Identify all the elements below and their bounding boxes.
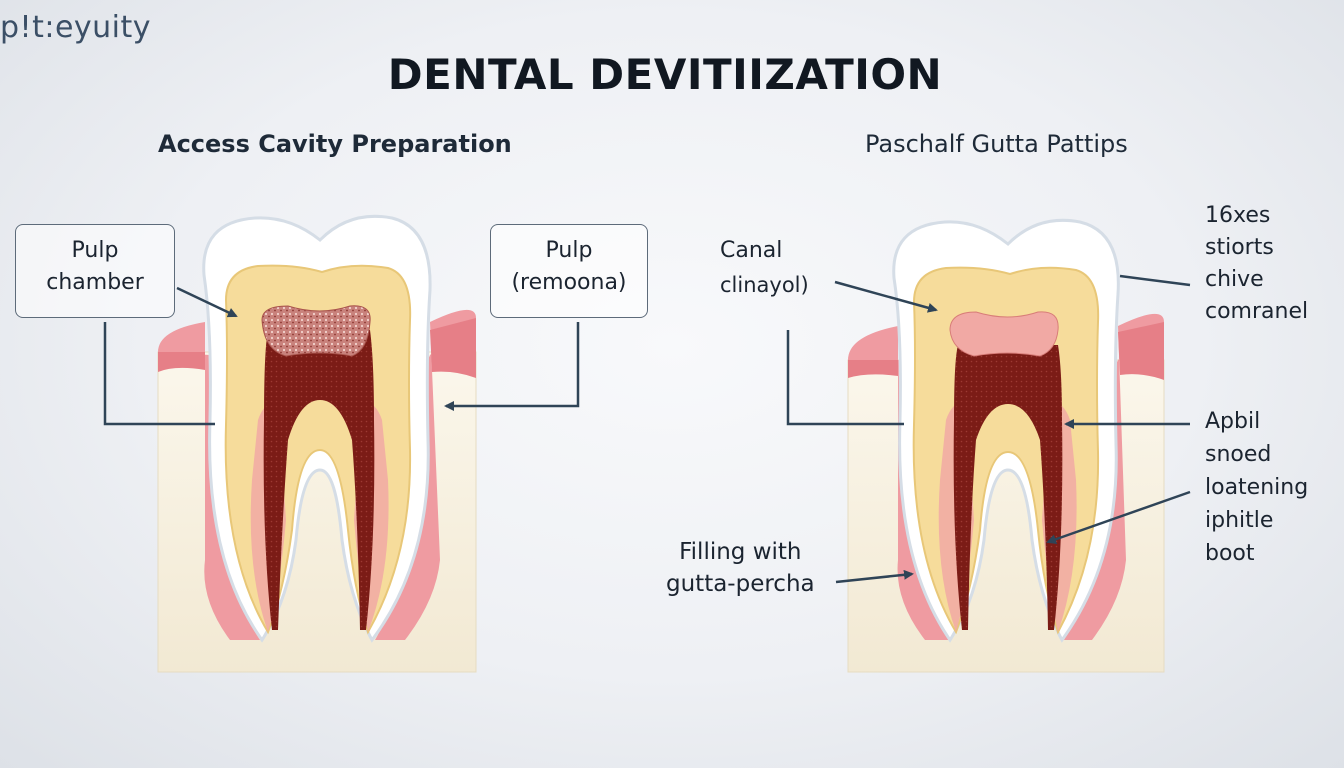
pulp-chamber-label-box: Pulp chamber <box>15 224 175 318</box>
arrow-right-bottom <box>1046 490 1191 545</box>
leader-left-bracket <box>103 322 215 426</box>
left-pulp-chamber <box>261 305 371 357</box>
leader-lines <box>103 274 1191 584</box>
arrow-canal <box>834 280 938 313</box>
page-title: DENTAL DEVITIIZATION <box>387 50 943 99</box>
left-pulp <box>263 330 375 630</box>
left-panel-subtitle: Access Cavity Preparation <box>158 130 512 158</box>
left-tooth <box>157 214 477 673</box>
filling-label: Filling with gutta-percha <box>666 536 815 600</box>
right-top-label-line1: 16xes <box>1205 203 1271 228</box>
right-bottom-label-line2: snoed <box>1205 442 1272 467</box>
arrow-pulp-removal <box>444 322 580 411</box>
right-panel-subtitle: Paschalf Gutta Pattips <box>865 130 1128 158</box>
brand-logo-text: p!t:eyuity <box>0 10 152 45</box>
right-top-label-line2: stiorts <box>1205 235 1274 260</box>
right-top-label: 16xes stiorts chive comranel <box>1205 200 1308 328</box>
pulp-removal-label-box: Pulp (remoona) <box>490 224 648 318</box>
right-top-label-line3: chive <box>1205 267 1264 292</box>
right-bottom-label-line4: iphitle <box>1205 508 1274 533</box>
right-bottom-label-line5: boot <box>1205 541 1255 566</box>
pulp-chamber-label-line1: Pulp <box>71 238 119 263</box>
right-bottom-label-line3: loatening <box>1205 475 1309 500</box>
pulp-chamber-label-line2: chamber <box>46 270 144 295</box>
right-bottom-label-line1: Apbil <box>1205 409 1261 434</box>
leader-right-top <box>1119 274 1191 287</box>
canal-label-line1: Canal <box>720 238 783 263</box>
arrow-filling <box>835 569 914 584</box>
pulp-removal-label-line1: Pulp <box>545 238 593 263</box>
pulp-removal-label-line2: (remoona) <box>511 270 627 295</box>
right-bottom-label: Apbil snoed loatening iphitle boot <box>1205 405 1308 570</box>
filling-label-line1: Filling with <box>679 539 802 565</box>
right-canal-filling <box>953 345 1063 630</box>
right-pulp-chamber <box>949 311 1059 357</box>
leader-canal-bracket <box>786 330 904 426</box>
left-gum <box>158 322 260 640</box>
right-tooth <box>847 218 1165 673</box>
canal-label: Canal clinayol) <box>720 234 809 302</box>
filling-label-line2: gutta-percha <box>666 571 815 597</box>
arrow-pulp-chamber <box>176 286 238 318</box>
right-top-label-line4: comranel <box>1205 299 1309 324</box>
canal-label-line2: clinayol) <box>720 273 809 297</box>
